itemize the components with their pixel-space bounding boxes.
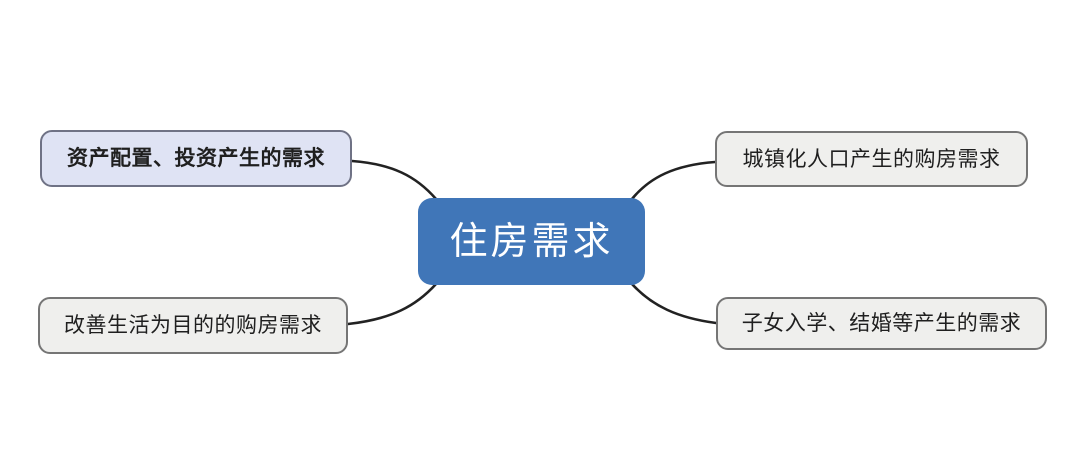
- branch-node-label: 资产配置、投资产生的需求: [67, 147, 325, 170]
- center-node-housing-demand[interactable]: 住房需求: [418, 198, 645, 285]
- branch-node-label: 改善生活为目的的购房需求: [64, 314, 322, 337]
- branch-node-urbanization[interactable]: 城镇化人口产生的购房需求: [715, 131, 1028, 187]
- branch-node-asset-allocation[interactable]: 资产配置、投资产生的需求: [40, 130, 352, 187]
- connector-bottom-left: [346, 282, 438, 326]
- connector-top-right: [630, 160, 717, 201]
- branch-node-label: 城镇化人口产生的购房需求: [742, 147, 1001, 171]
- connector-bottom-right: [630, 282, 718, 325]
- branch-node-life-improvement[interactable]: 改善生活为目的的购房需求: [38, 297, 348, 354]
- branch-node-family-events[interactable]: 子女入学、结婚等产生的需求: [716, 297, 1047, 350]
- connector-top-left: [350, 159, 438, 201]
- center-node-label: 住房需求: [449, 220, 614, 263]
- branch-node-label: 子女入学、结婚等产生的需求: [741, 312, 1022, 335]
